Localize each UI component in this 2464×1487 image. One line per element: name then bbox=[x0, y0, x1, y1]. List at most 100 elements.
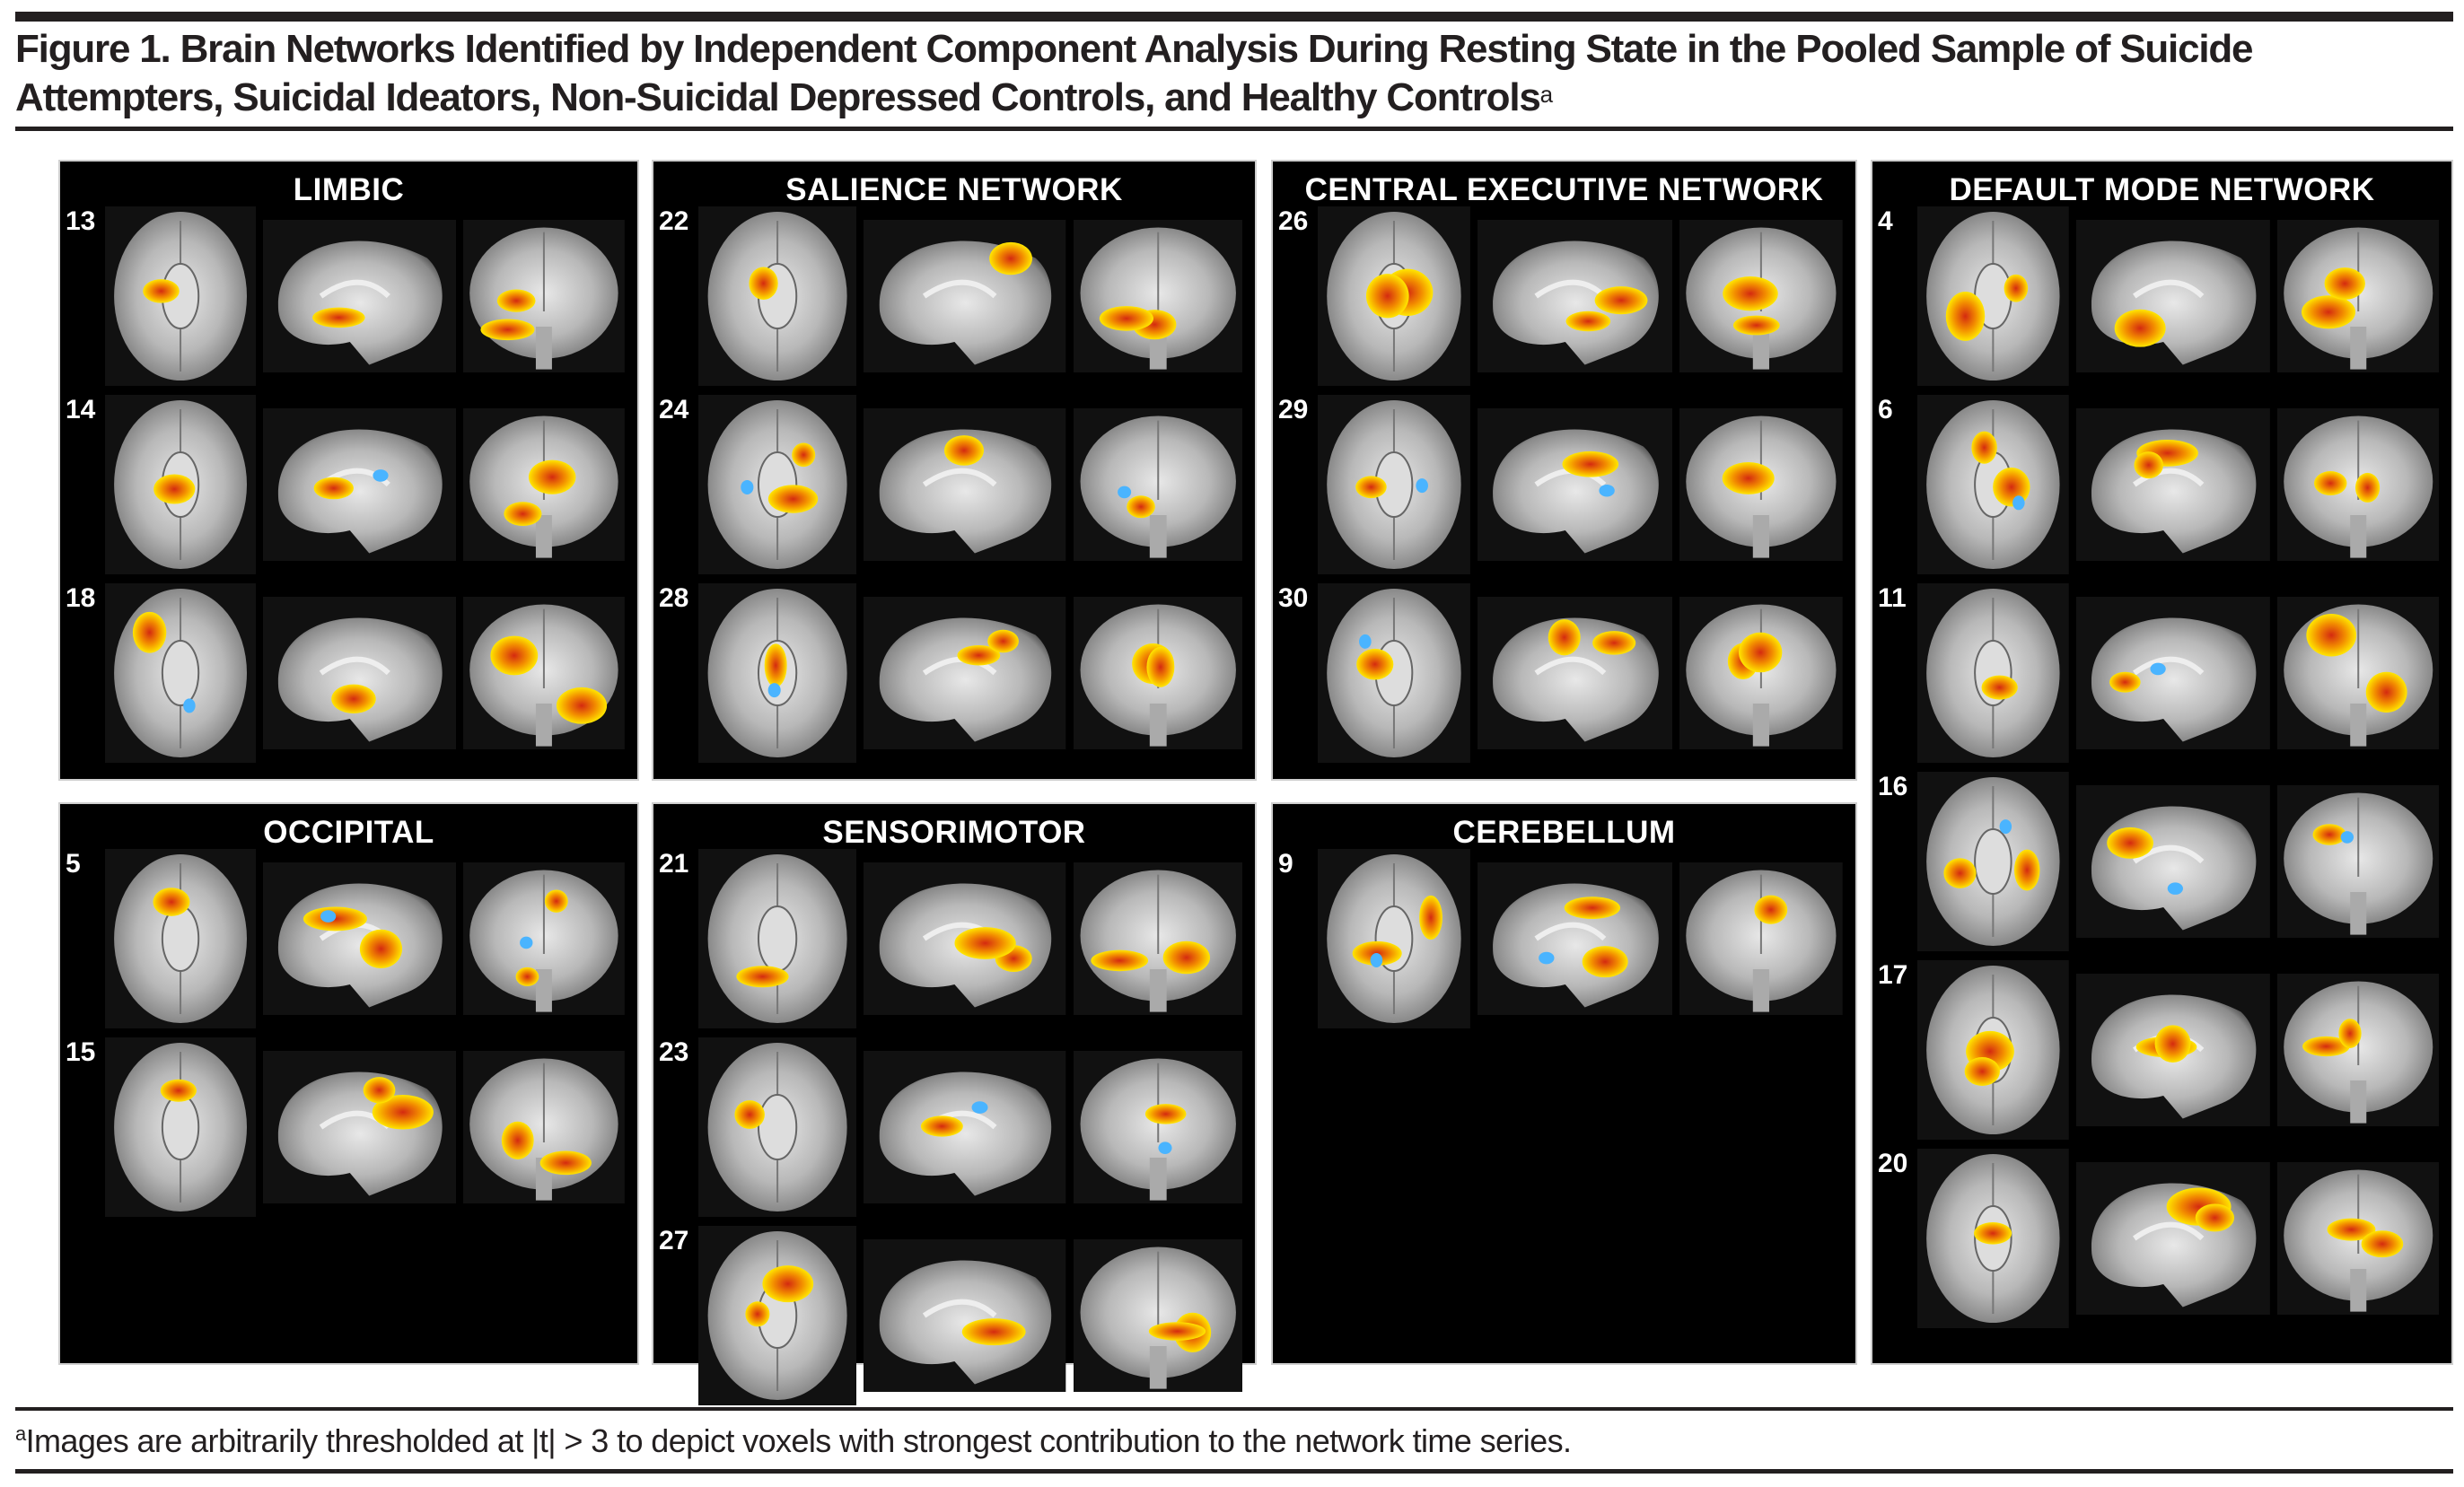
panel-central-executive: CENTRAL EXECUTIVE NETWORK 26 29 30 bbox=[1271, 160, 1857, 781]
axial-slice-image bbox=[1318, 583, 1470, 767]
sagittal-slice-image bbox=[2075, 597, 2270, 754]
component-row: 29 bbox=[1273, 395, 1855, 579]
activation-blob bbox=[1419, 895, 1442, 940]
activation-blob bbox=[2013, 849, 2040, 891]
activation-blob bbox=[1722, 462, 1775, 494]
panel-limbic: LIMBIC 13 14 18 bbox=[58, 160, 639, 781]
negative-blob bbox=[1359, 634, 1372, 649]
axial-slice-image bbox=[698, 583, 857, 767]
activation-blob bbox=[515, 967, 539, 986]
coronal-slice-image bbox=[2276, 408, 2439, 565]
axial-slice-image bbox=[1917, 583, 2069, 767]
activation-blob bbox=[501, 1121, 534, 1159]
negative-blob bbox=[1416, 478, 1428, 494]
coronal-slice-image bbox=[463, 220, 625, 377]
axial-slice-image bbox=[105, 395, 257, 579]
activation-blob bbox=[359, 929, 403, 968]
activation-blob bbox=[1993, 467, 2030, 507]
axial-slice-image bbox=[105, 849, 257, 1033]
activation-blob bbox=[987, 629, 1020, 653]
coronal-slice-image bbox=[1073, 220, 1242, 377]
component-number: 6 bbox=[1878, 395, 1893, 424]
sagittal-slice-image bbox=[864, 408, 1066, 565]
activation-blob bbox=[2365, 671, 2407, 713]
activation-blob bbox=[1964, 1056, 2000, 1087]
activation-blob bbox=[1981, 675, 2018, 700]
activation-blob bbox=[1739, 632, 1783, 673]
activation-blob bbox=[736, 966, 789, 988]
component-number: 14 bbox=[66, 395, 96, 424]
activation-blob bbox=[767, 485, 819, 513]
component-row: 6 bbox=[1872, 395, 2451, 579]
title-rule bbox=[15, 127, 2453, 131]
component-number: 9 bbox=[1278, 849, 1293, 879]
coronal-slice-image bbox=[1679, 408, 1843, 565]
component-number: 24 bbox=[659, 395, 689, 424]
sagittal-slice-image bbox=[1477, 862, 1673, 1019]
activation-blob bbox=[792, 442, 816, 468]
activation-blob bbox=[1126, 495, 1155, 519]
component-number: 22 bbox=[659, 206, 689, 236]
activation-blob bbox=[2134, 451, 2163, 479]
activation-blob bbox=[1582, 946, 1628, 978]
activation-blob bbox=[2337, 1019, 2362, 1048]
negative-blob bbox=[767, 683, 781, 698]
activation-blob bbox=[1943, 858, 1977, 888]
axial-slice-image bbox=[1318, 206, 1470, 390]
component-row: 24 bbox=[653, 395, 1255, 579]
axial-slice-image bbox=[105, 583, 257, 767]
component-row: 18 bbox=[60, 583, 637, 767]
negative-blob bbox=[1599, 484, 1615, 497]
activation-blob bbox=[1733, 315, 1780, 336]
component-row: 9 bbox=[1273, 849, 1855, 1033]
component-row: 17 bbox=[1872, 960, 2451, 1144]
sagittal-slice-image bbox=[263, 220, 457, 377]
component-number: 23 bbox=[659, 1037, 689, 1067]
sagittal-slice-image bbox=[1477, 597, 1673, 754]
footnote-bottom-rule bbox=[15, 1469, 2453, 1474]
activation-blob bbox=[539, 1150, 592, 1176]
activation-blob bbox=[2313, 471, 2346, 496]
negative-blob bbox=[1370, 952, 1383, 967]
footnote-top-rule bbox=[15, 1407, 2453, 1411]
component-row: 11 bbox=[1872, 583, 2451, 767]
activation-blob bbox=[1145, 646, 1174, 687]
activation-blob bbox=[490, 635, 539, 676]
component-row: 13 bbox=[60, 206, 637, 390]
axial-slice-image bbox=[1917, 772, 2069, 956]
component-row: 5 bbox=[60, 849, 637, 1033]
activation-blob bbox=[2109, 671, 2141, 693]
component-row: 16 bbox=[1872, 772, 2451, 956]
coronal-slice-image bbox=[1073, 597, 1242, 754]
activation-blob bbox=[1592, 631, 1636, 655]
activation-blob bbox=[2114, 309, 2166, 347]
activation-blob bbox=[2324, 267, 2365, 300]
sagittal-slice-image bbox=[864, 597, 1066, 754]
coronal-slice-image bbox=[1679, 862, 1843, 1019]
panel-salience: SALIENCE NETWORK 22 24 28 bbox=[652, 160, 1257, 781]
activation-blob bbox=[1548, 619, 1581, 656]
coronal-slice-image bbox=[1073, 408, 1242, 565]
activation-blob bbox=[1594, 286, 1648, 315]
component-row: 23 bbox=[653, 1037, 1255, 1221]
activation-blob bbox=[2354, 472, 2380, 503]
footnote-text: Images are arbitrarily thresholded at |t… bbox=[25, 1422, 1572, 1459]
activation-blob bbox=[1148, 1322, 1206, 1341]
sagittal-slice-image bbox=[1477, 220, 1673, 377]
activation-blob bbox=[480, 319, 535, 341]
panel-title: LIMBIC bbox=[293, 172, 405, 207]
component-number: 15 bbox=[66, 1037, 96, 1067]
component-number: 18 bbox=[66, 583, 96, 613]
panel-title: SALIENCE NETWORK bbox=[785, 172, 1123, 207]
sagittal-slice-image bbox=[1477, 408, 1673, 565]
activation-blob bbox=[764, 643, 787, 687]
negative-blob bbox=[2012, 495, 2025, 511]
sagittal-slice-image bbox=[2075, 408, 2270, 565]
coronal-slice-image bbox=[463, 597, 625, 754]
component-number: 17 bbox=[1878, 960, 1908, 990]
negative-blob bbox=[320, 910, 337, 923]
panel-title: OCCIPITAL bbox=[263, 815, 434, 850]
footnote-marker: a bbox=[15, 1422, 26, 1445]
activation-blob bbox=[496, 289, 536, 312]
component-row: 26 bbox=[1273, 206, 1855, 390]
